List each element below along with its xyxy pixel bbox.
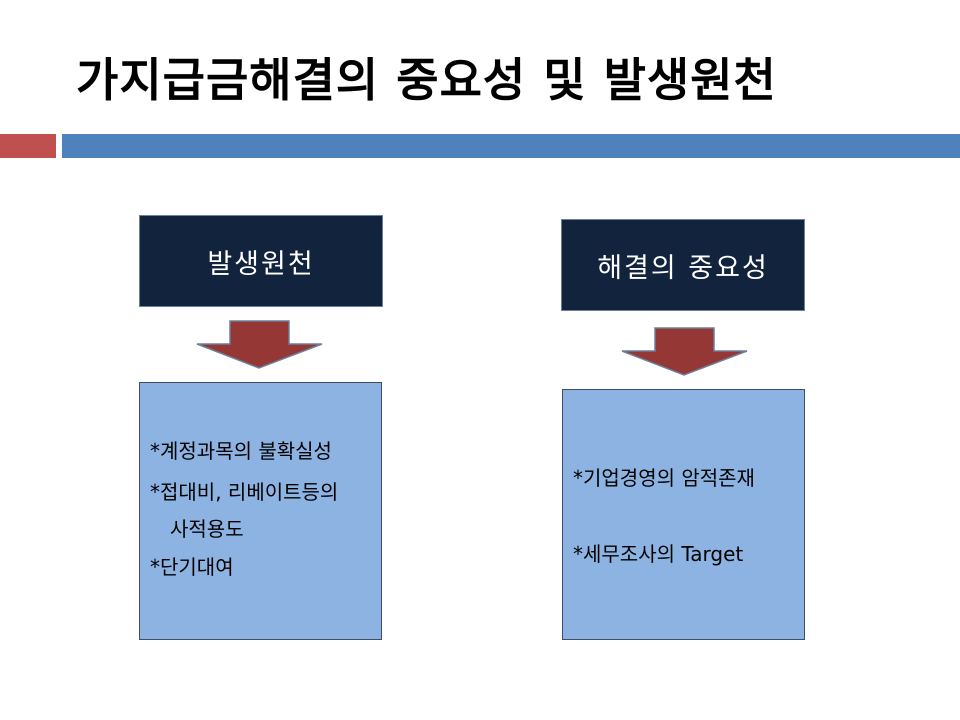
down-arrow-left-icon <box>196 320 323 369</box>
source-content-box: *계정과목의 불확실성 *접대비, 리베이트등의 사적용도 *단기대여 <box>139 382 382 640</box>
accent-bar-red <box>0 134 56 158</box>
list-item: *세무조사의 Target <box>573 542 744 566</box>
list-item: 사적용도 <box>170 517 244 541</box>
accent-bar-blue <box>62 134 960 158</box>
importance-header-box: 해결의 중요성 <box>561 219 805 311</box>
list-item: *계정과목의 불확실성 <box>150 439 332 463</box>
source-header-label: 발생원천 <box>207 248 315 280</box>
source-header-box: 발생원천 <box>139 215 383 307</box>
importance-content-box: *기업경영의 암적존재 *세무조사의 Target <box>562 389 805 640</box>
list-item: *기업경영의 암적존재 <box>573 466 755 490</box>
list-item: *접대비, 리베이트등의 <box>150 480 339 504</box>
down-arrow-right-icon <box>621 327 748 376</box>
slide-title: 가지급금해결의 중요성 및 발생원천 <box>76 53 777 107</box>
importance-header-label: 해결의 중요성 <box>597 252 769 284</box>
list-item: *단기대여 <box>150 555 234 579</box>
